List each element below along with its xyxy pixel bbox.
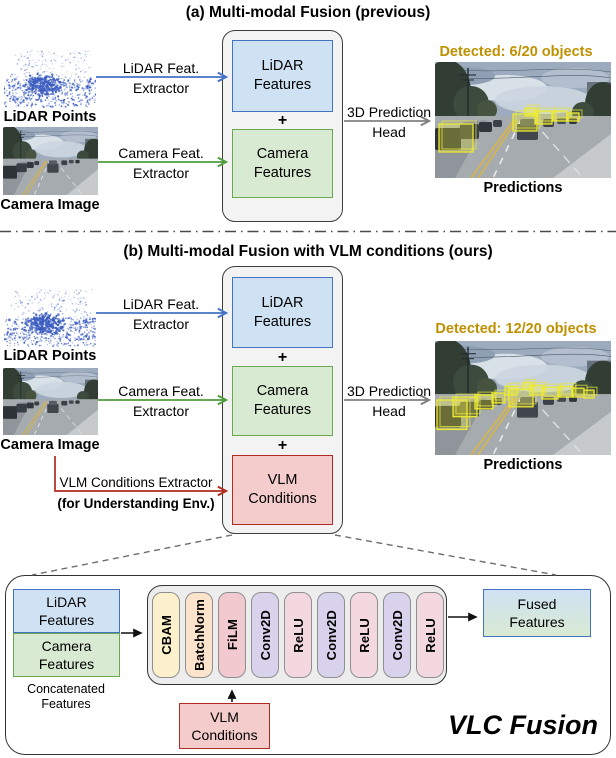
detected-count-a: Detected: 6/20 objects <box>439 44 593 60</box>
pipeline-stage-conv2d-1: Conv2D <box>251 592 279 678</box>
predictions-image-a <box>435 62 611 178</box>
camera-image-a <box>3 127 98 195</box>
camera-image-label-a: Camera Image <box>0 197 100 213</box>
predictions-label-a: Predictions <box>483 180 563 196</box>
camera-image-label-b: Camera Image <box>0 437 100 453</box>
fused-features-box: Fused Features <box>483 589 591 637</box>
panel-b-title: (b) Multi-modal Fusion with VLM conditio… <box>123 243 493 260</box>
lidar-extractor-label-a: LiDAR Feat. Extractor <box>122 60 200 96</box>
panel-a-title: (a) Multi-modal Fusion (previous) <box>185 4 431 21</box>
lidar-points-label-b: LiDAR Points <box>3 348 97 364</box>
pipeline-stage-cbam: CBAM <box>152 592 180 678</box>
lidar-features-box-a: LiDAR Features <box>232 40 333 112</box>
lidar-points-label-a: LiDAR Points <box>3 109 97 125</box>
pipeline-stage-conv2d-3: Conv2D <box>383 592 411 678</box>
camera-extractor-label-a: Camera Feat. Extractor <box>118 145 204 181</box>
pipeline-stage-conv2d-2: Conv2D <box>317 592 345 678</box>
camera-image-b <box>3 368 98 435</box>
pipeline-stage-relu-2: ReLU <box>350 592 378 678</box>
plus-2-b: + <box>277 437 288 454</box>
prediction-head-label-a: 3D Prediction Head <box>346 104 432 140</box>
pipeline-stage-relu-1: ReLU <box>284 592 312 678</box>
vlm-extractor-label-b: VLM Conditions Extractor (for Understand… <box>57 475 215 511</box>
zoom-connector-right <box>334 534 557 576</box>
plus-1-b: + <box>277 349 288 366</box>
lidar-features-box-b: LiDAR Features <box>232 277 333 348</box>
lidar-points-image-a <box>4 44 96 110</box>
vlc-camera-features-box: Camera Features <box>13 633 120 677</box>
vlc-vlm-conditions-box: VLM Conditions <box>179 703 270 749</box>
pipeline-stage-film: FiLM <box>218 592 246 678</box>
vlc-lidar-features-box: LiDAR Features <box>13 589 120 633</box>
predictions-label-b: Predictions <box>483 457 563 473</box>
vlm-conditions-box-b: VLM Conditions <box>232 455 333 525</box>
predictions-image-b <box>435 341 611 455</box>
plus-a: + <box>277 112 288 129</box>
lidar-extractor-label-b: LiDAR Feat. Extractor <box>122 296 200 332</box>
concatenated-features-label: Concatenated Features <box>27 682 105 711</box>
pipeline-stage-batchnorm: BatchNorm <box>185 592 213 678</box>
camera-features-box-a: Camera Features <box>232 129 333 198</box>
vlc-fusion-caption: VLC Fusion <box>448 710 598 740</box>
camera-features-box-b: Camera Features <box>232 366 333 436</box>
detected-count-b: Detected: 12/20 objects <box>435 321 597 337</box>
camera-extractor-label-b: Camera Feat. Extractor <box>118 383 204 419</box>
pipeline-stage-relu-3: ReLU <box>416 592 444 678</box>
zoom-connector-left <box>31 534 233 576</box>
prediction-head-label-b: 3D Prediction Head <box>346 383 432 419</box>
lidar-points-image-b <box>4 283 96 349</box>
